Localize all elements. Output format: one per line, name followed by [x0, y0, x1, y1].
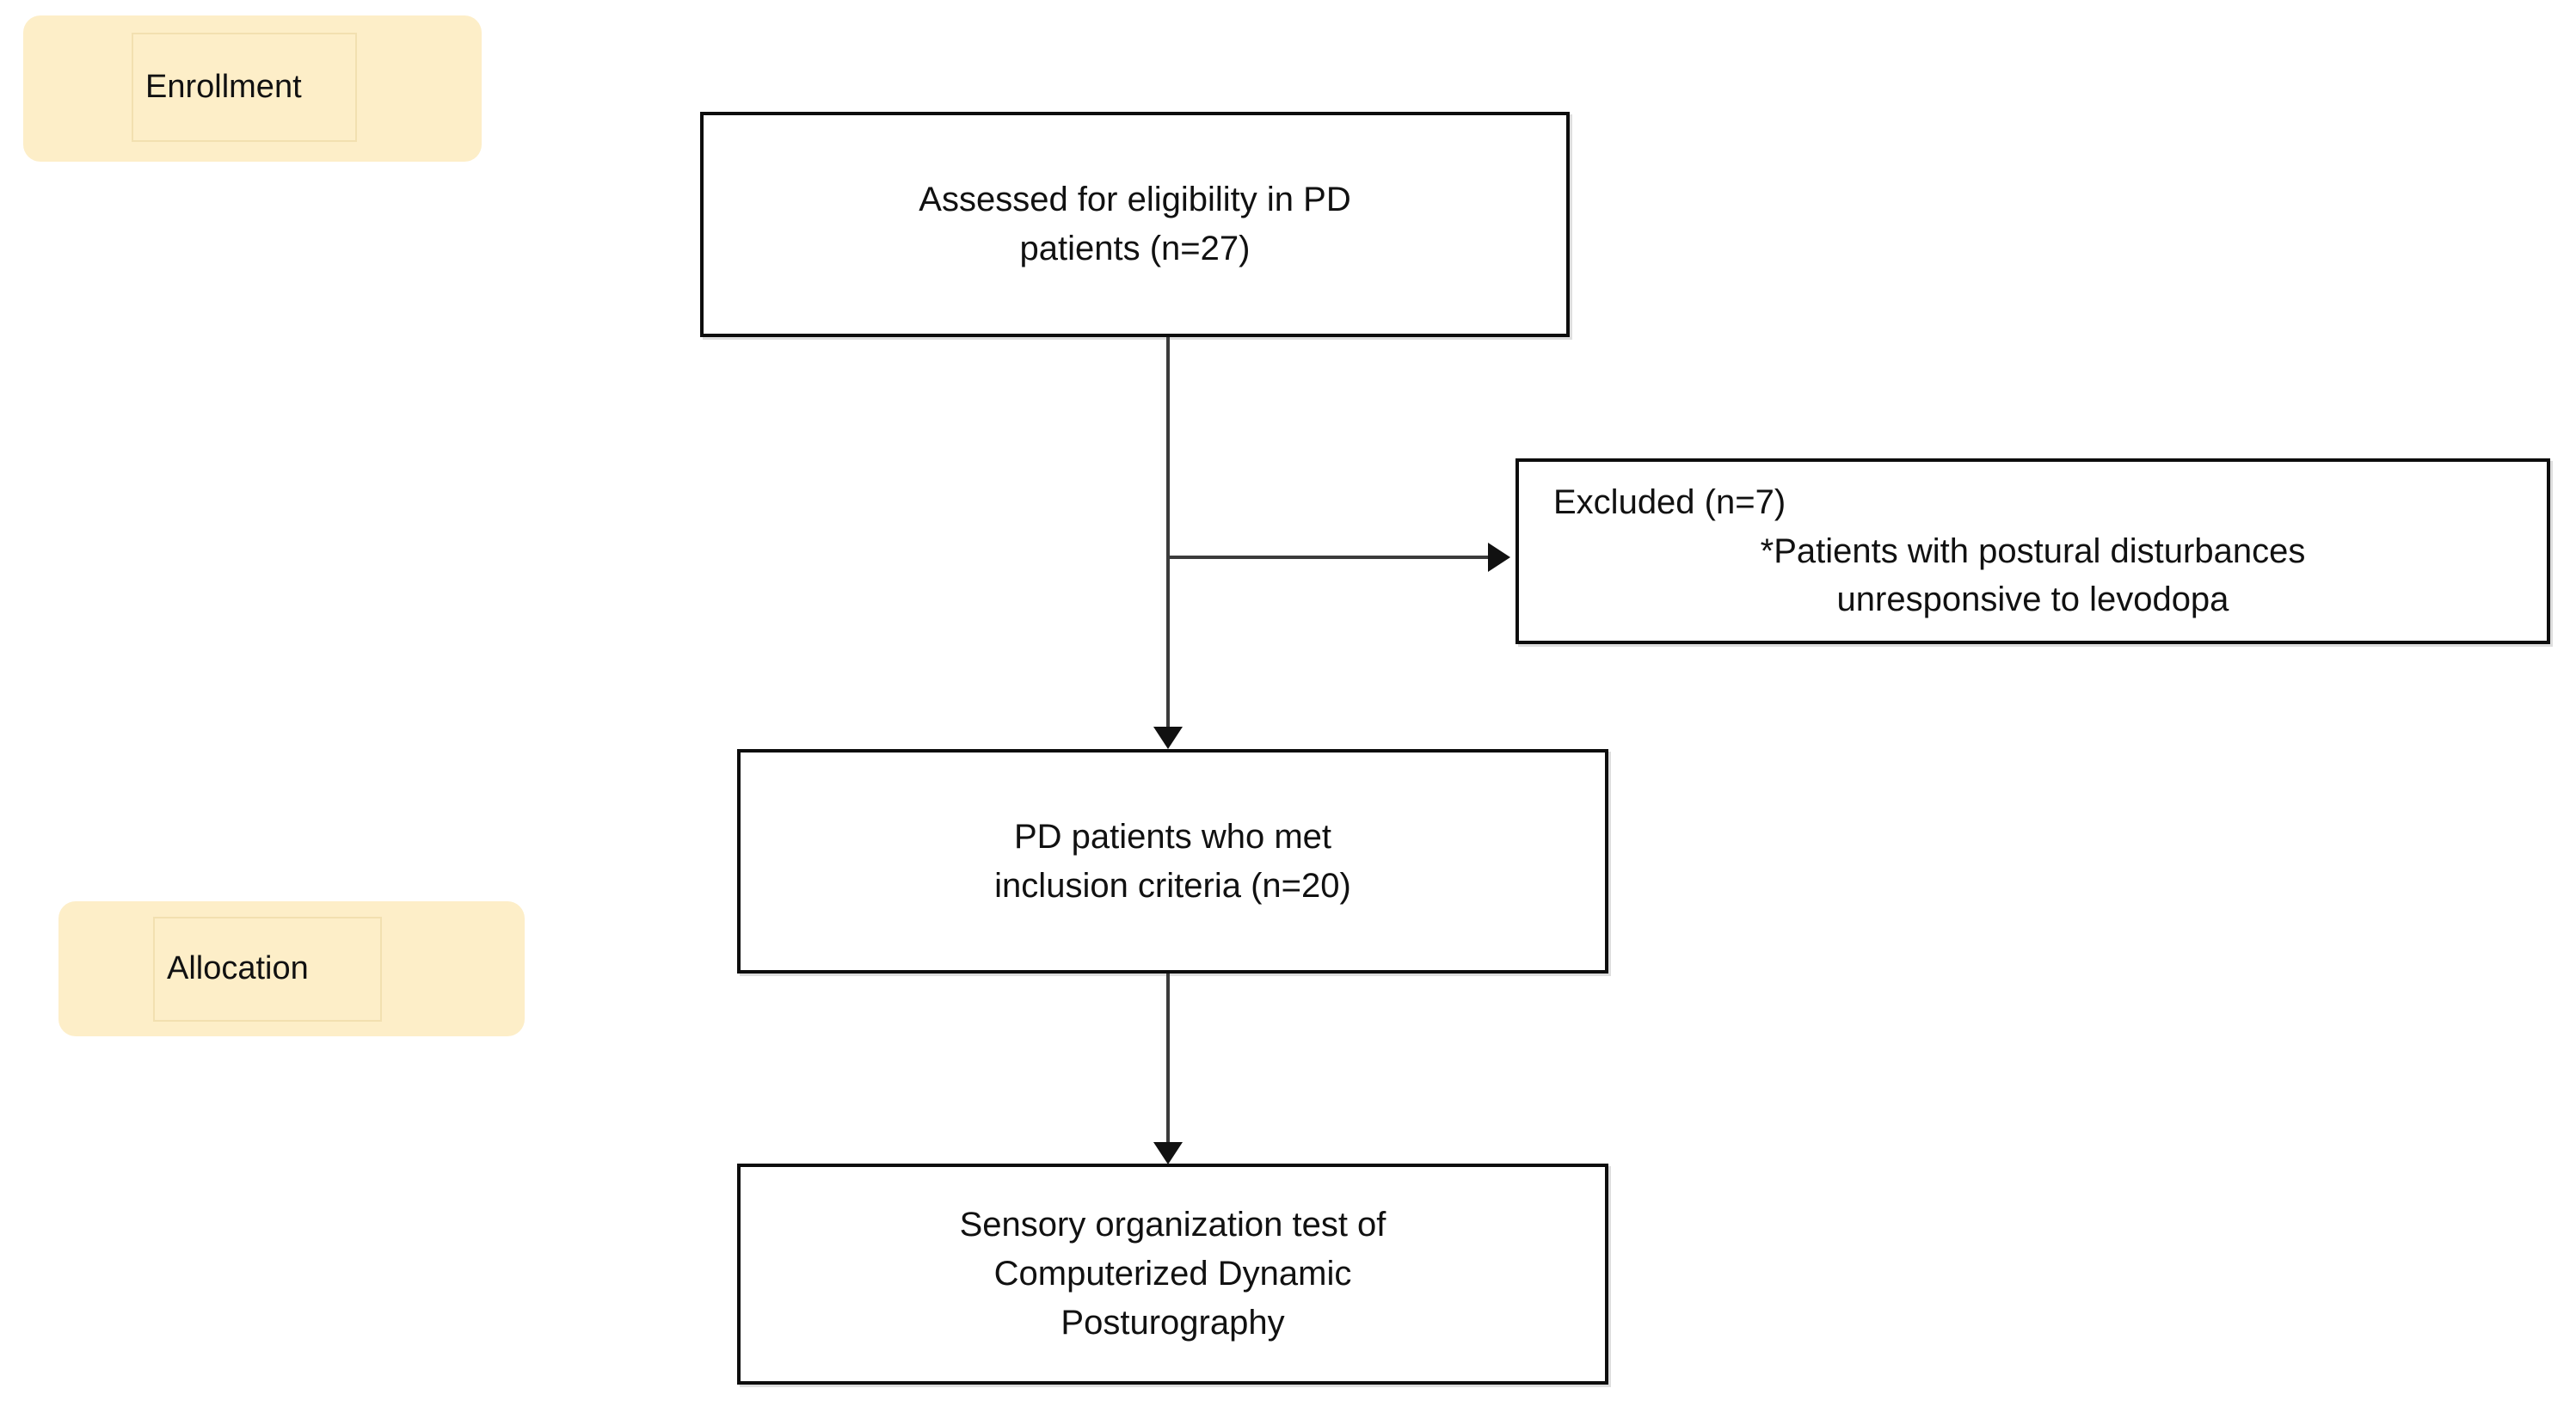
node-excluded: Excluded (n=7) *Patients with postural d… — [1515, 458, 2550, 644]
node-excluded-line-2: *Patients with postural disturbances — [1760, 531, 2306, 570]
edge-assessed-to-excluded-arrowhead — [1488, 543, 1510, 572]
node-assessed-line-1: Assessed for eligibility in PD — [919, 181, 1351, 219]
node-sot-line-2: Computerized Dynamic — [993, 1255, 1352, 1293]
node-sot-line-1: Sensory organization test of — [959, 1206, 1386, 1244]
node-assessed-text: Assessed for eligibility in PD patients … — [896, 175, 1373, 273]
phase-label-allocation: Allocation — [167, 950, 309, 987]
edge-included-to-sot-line — [1166, 974, 1170, 1142]
node-included-line-1: PD patients who met — [1013, 817, 1332, 856]
node-sensory-organization-test: Sensory organization test of Computerize… — [737, 1164, 1608, 1385]
node-included-text: PD patients who met inclusion criteria (… — [972, 813, 1374, 911]
node-sot-text: Sensory organization test of Computerize… — [938, 1201, 1409, 1347]
node-excluded-line-3: unresponsive to levodopa — [1836, 580, 2229, 619]
node-included-patients: PD patients who met inclusion criteria (… — [737, 749, 1608, 974]
node-assessed-for-eligibility: Assessed for eligibility in PD patients … — [700, 112, 1570, 337]
node-excluded-line-1: Excluded (n=7) — [1553, 482, 1786, 521]
node-included-line-2: inclusion criteria (n=20) — [994, 866, 1351, 905]
edge-assessed-to-included-line — [1166, 337, 1170, 727]
phase-inner-frame-allocation: Allocation — [153, 917, 382, 1022]
edge-included-to-sot-arrowhead — [1153, 1142, 1183, 1164]
edge-assessed-to-included-arrowhead — [1153, 727, 1183, 749]
node-excluded-text: Excluded (n=7) *Patients with postural d… — [1519, 478, 2547, 624]
phase-inner-frame-enrollment: Enrollment — [132, 33, 357, 142]
edge-assessed-to-excluded-line — [1168, 556, 1488, 559]
phase-label-enrollment: Enrollment — [145, 68, 302, 105]
node-sot-line-3: Posturography — [1061, 1303, 1285, 1342]
phase-box-enrollment: Enrollment — [23, 15, 482, 162]
node-assessed-line-2: patients (n=27) — [1019, 230, 1251, 267]
phase-box-allocation: Allocation — [58, 901, 525, 1036]
